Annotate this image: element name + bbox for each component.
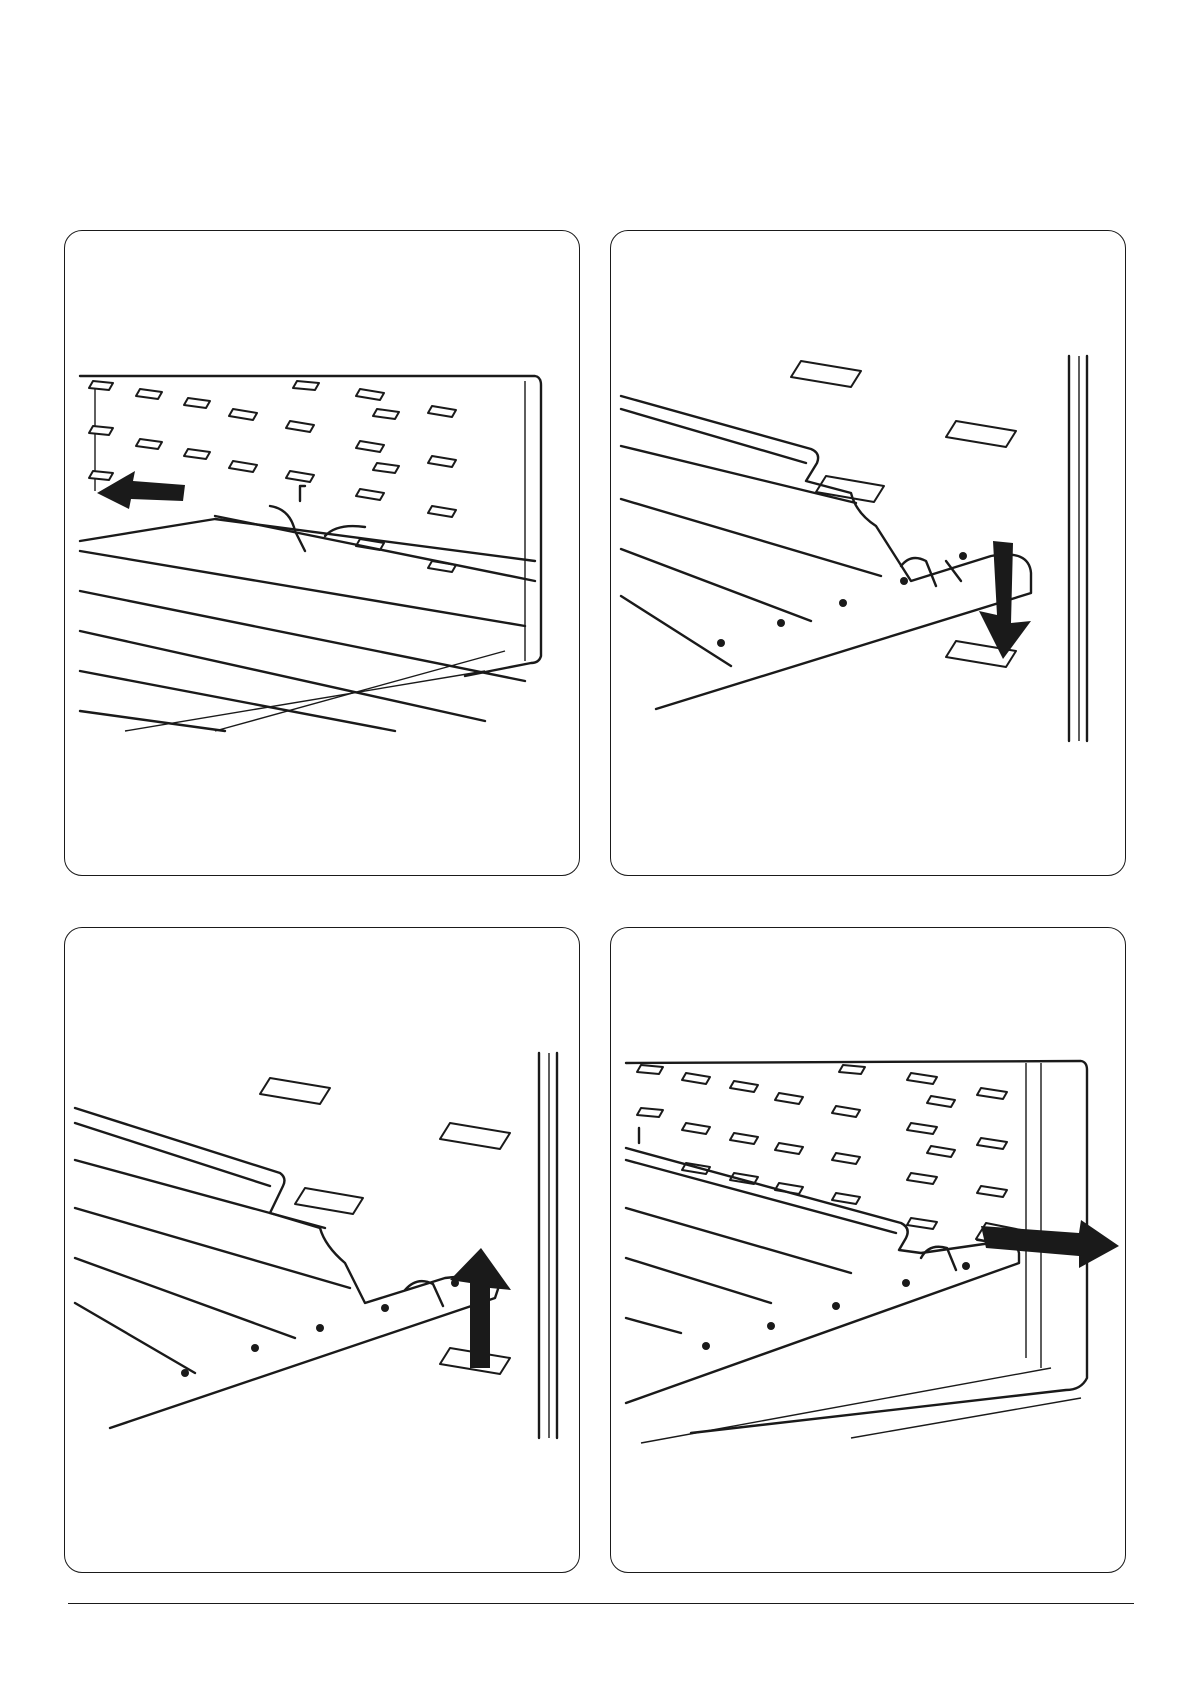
oven-shelf-remove-illustration xyxy=(611,928,1126,1573)
footer-rule xyxy=(68,1603,1134,1604)
illustration-panel-4 xyxy=(610,927,1126,1573)
illustration-panel-3 xyxy=(64,927,580,1573)
oven-shelf-insert-illustration xyxy=(65,231,580,876)
wire-shelf xyxy=(621,396,1031,709)
oven-shelf-lift-illustration xyxy=(65,928,580,1573)
oven-shelf-lower-illustration xyxy=(611,231,1126,876)
wire-shelf xyxy=(75,1108,500,1428)
illustration-panel-2 xyxy=(610,230,1126,876)
wire-shelf xyxy=(80,486,535,731)
shelf-runner-slots xyxy=(791,361,1016,667)
shelf-runner-slots xyxy=(637,1065,1007,1244)
illustration-panel-1 xyxy=(64,230,580,876)
